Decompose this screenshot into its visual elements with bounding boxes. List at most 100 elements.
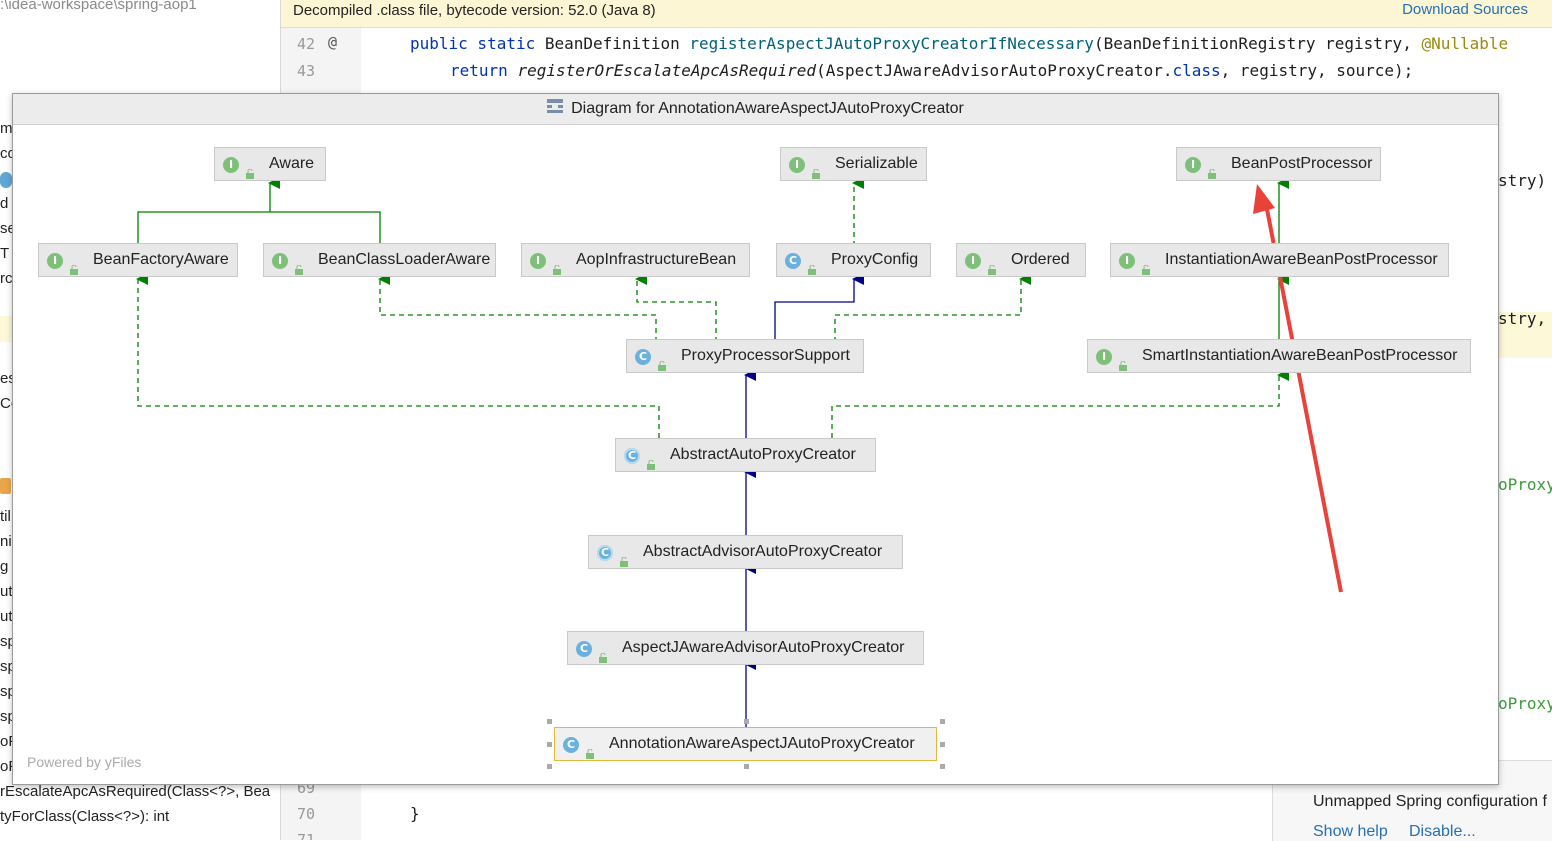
public-icon <box>1118 351 1128 371</box>
interface-icon: I <box>272 253 288 269</box>
node-label: ProxyProcessorSupport <box>681 347 850 364</box>
disable-link[interactable]: Disable... <box>1409 823 1476 840</box>
interface-icon: I <box>965 253 981 269</box>
public-icon <box>987 255 997 275</box>
node-label: Ordered <box>1011 251 1070 268</box>
powered-by-label: Powered by yFiles <box>27 754 142 770</box>
interface-icon: I <box>1119 253 1135 269</box>
tree-fragment[interactable]: rc <box>0 270 13 287</box>
edge-extends-aware <box>137 177 381 246</box>
tree-fragment[interactable]: se <box>0 220 16 237</box>
node-abstractadvisorautoproxycreator[interactable]: C AbstractAdvisorAutoProxyCreator <box>588 535 903 569</box>
public-icon <box>585 739 595 759</box>
public-icon <box>657 351 667 371</box>
tree-fragment[interactable]: d <box>0 195 9 212</box>
tree-fragment[interactable]: sp <box>0 708 16 725</box>
tree-fragment[interactable]: co <box>0 145 16 162</box>
tree-fragment[interactable]: g <box>0 558 9 575</box>
abstract-class-icon: C <box>624 448 640 464</box>
tree-fragment[interactable]: m <box>0 120 13 137</box>
node-label: InstantiationAwareBeanPostProcessor <box>1165 251 1438 268</box>
resize-handle[interactable] <box>744 719 749 724</box>
node-instantiationawarebeanpostprocessor[interactable]: I InstantiationAwareBeanPostProcessor <box>1110 243 1449 277</box>
tree-fragment[interactable]: ni <box>0 533 12 550</box>
public-icon <box>1141 255 1151 275</box>
resize-handle[interactable] <box>547 719 552 724</box>
resize-handle[interactable] <box>940 719 945 724</box>
node-aopinfrastructurebean[interactable]: I AopInfrastructureBean <box>521 243 750 277</box>
edge-extends-proxyconfig <box>774 273 864 342</box>
tree-fragment[interactable]: ut <box>0 583 13 600</box>
line-number: 42 <box>297 35 316 53</box>
resize-handle[interactable] <box>547 742 552 747</box>
resize-handle[interactable] <box>547 764 552 769</box>
decompiled-banner: Decompiled .class file, bytecode version… <box>281 0 1552 28</box>
public-icon <box>294 255 304 275</box>
public-icon <box>811 159 821 179</box>
class-icon: C <box>785 253 801 269</box>
public-icon <box>807 255 817 275</box>
line-number: 43 <box>297 62 316 80</box>
code-fragment: stry) <box>1498 171 1547 190</box>
tree-fragment[interactable]: sp <box>0 658 16 675</box>
interface-icon: I <box>1185 157 1201 173</box>
line-number: 71 <box>297 831 316 840</box>
tree-selection-highlight <box>0 316 12 342</box>
public-icon <box>1207 159 1217 179</box>
class-icon: C <box>563 737 579 753</box>
node-label: AbstractAutoProxyCreator <box>670 446 856 463</box>
public-icon <box>552 255 562 275</box>
interface-icon: I <box>530 253 546 269</box>
node-label: AbstractAdvisorAutoProxyCreator <box>643 543 883 560</box>
tree-fragment[interactable]: T <box>0 245 10 262</box>
structure-item[interactable]: rEscalateApcAsRequired(Class<?>, Bea <box>0 783 271 800</box>
public-icon <box>598 643 608 663</box>
class-icon: C <box>635 349 651 365</box>
node-label: Serializable <box>835 155 918 172</box>
override-marker-icon: @ <box>328 33 338 51</box>
diagram-title-bar[interactable]: Diagram for AnnotationAwareAspectJAutoPr… <box>13 94 1498 125</box>
tree-fragment[interactable]: til <box>0 508 11 525</box>
file-icon <box>0 478 11 494</box>
download-sources-link[interactable]: Download Sources <box>1402 1 1528 18</box>
tree-fragment[interactable]: sp <box>0 683 16 700</box>
show-help-link[interactable]: Show help <box>1313 823 1388 840</box>
tree-fragment[interactable]: ut <box>0 608 13 625</box>
tree-fragment[interactable]: es <box>0 370 16 387</box>
resize-handle[interactable] <box>744 764 749 769</box>
node-proxyconfig[interactable]: C ProxyConfig <box>776 243 931 277</box>
node-abstractautoproxycreator[interactable]: C AbstractAutoProxyCreator <box>615 438 876 472</box>
line-number: 70 <box>297 805 316 823</box>
node-label: AopInfrastructureBean <box>576 251 737 268</box>
diagram-window[interactable]: Diagram for AnnotationAwareAspectJAutoPr… <box>12 93 1499 785</box>
resize-handle[interactable] <box>940 764 945 769</box>
node-label: ProxyConfig <box>831 251 919 268</box>
edge-implements-abstractauto <box>136 273 1289 438</box>
notification-body: Unmapped Spring configuration f <box>1313 793 1547 810</box>
public-icon <box>619 547 629 567</box>
project-path: :\idea-workspace\spring-aop1 <box>0 0 197 13</box>
code-fragment: oProxy <box>1498 475 1552 494</box>
node-proxyprocessorsupport[interactable]: C ProxyProcessorSupport <box>626 339 864 373</box>
tree-fragment[interactable]: sp <box>0 633 16 650</box>
resize-handle[interactable] <box>940 742 945 747</box>
node-ordered[interactable]: I Ordered <box>956 243 1086 277</box>
node-label: SmartInstantiationAwareBeanPostProcessor <box>1142 347 1458 364</box>
diagram-icon <box>547 94 564 124</box>
code-fragment: oProxy <box>1498 694 1552 713</box>
interface-icon: I <box>47 253 63 269</box>
structure-item[interactable]: tyForClass(Class<?>): int <box>0 808 170 825</box>
diagram-title: Diagram for AnnotationAwareAspectJAutoPr… <box>571 100 964 118</box>
public-icon <box>69 255 79 275</box>
class-icon: C <box>576 641 592 657</box>
abstract-class-icon: C <box>597 545 613 561</box>
interface-icon: I <box>223 157 239 173</box>
